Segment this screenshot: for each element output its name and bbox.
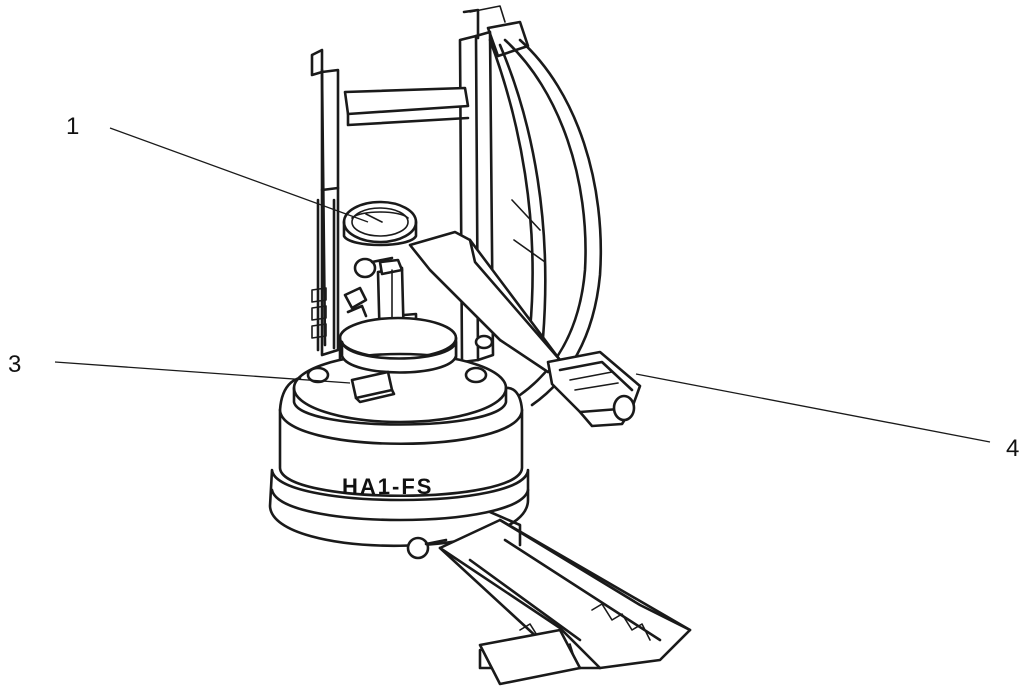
pump-handle: [408, 230, 642, 428]
base-cylinder: HA1-FS: [268, 334, 530, 548]
callout-base-key: 3: [8, 351, 21, 378]
callout-handle: 4: [1006, 435, 1019, 462]
pressure-gauge: [342, 200, 418, 247]
leader-line-base-key: [54, 361, 351, 384]
leader-line-gauge: [109, 127, 369, 223]
callout-gauge: 1: [66, 113, 79, 140]
model-label: HA1-FS: [342, 474, 433, 499]
foot-stand: [406, 510, 692, 686]
leader-line-handle: [635, 373, 991, 443]
